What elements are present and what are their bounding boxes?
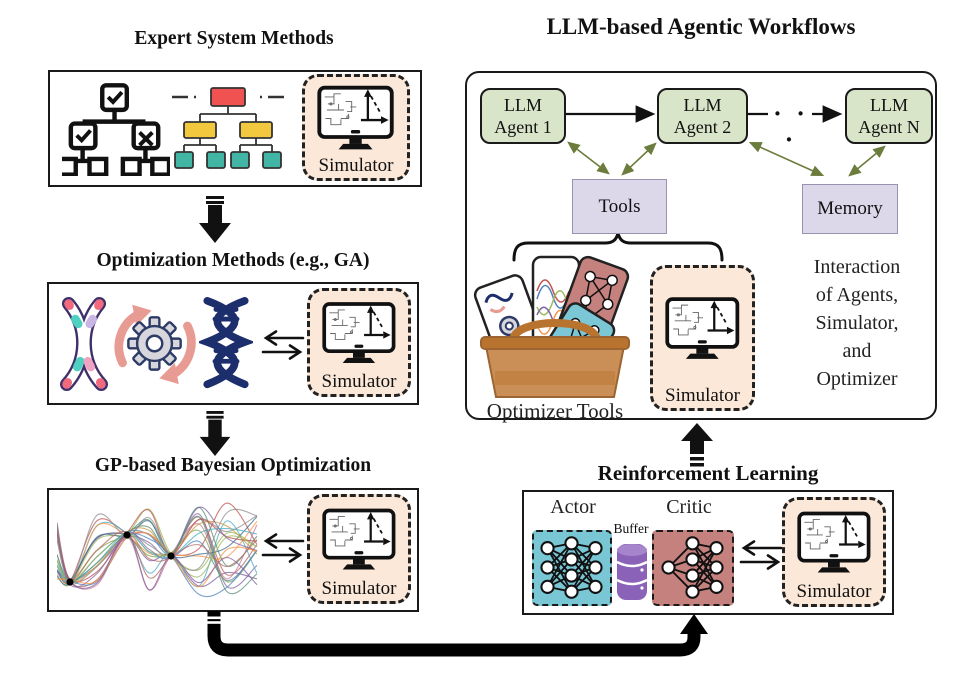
simulator-box-rl: Simulator — [782, 497, 886, 607]
llm-agent-n-box: LLM Agent N — [845, 88, 933, 144]
optimizer-toolbox-icon — [473, 255, 630, 398]
memory-box: Memory — [802, 184, 898, 234]
simulator-box-agentic: Simulator — [650, 265, 755, 411]
memory-label: Memory — [817, 198, 883, 219]
simulator-label: Simulator — [321, 578, 397, 599]
critic-network-icon — [661, 536, 724, 599]
simulator-label: Simulator — [796, 581, 872, 602]
agentic-workflow-box: LLM Agent 1 LLM Agent 2 LLM Agent N · · … — [465, 71, 937, 423]
agent-line: LLM — [504, 95, 542, 115]
agentic-title: LLM-based Agentic Workflows — [546, 14, 856, 39]
tools-box: Tools — [572, 179, 667, 234]
llm-agent-2-box: LLM Agent 2 — [657, 88, 748, 144]
note-line: Optimizer — [816, 368, 898, 390]
evolution-cycle-icon — [114, 304, 196, 385]
agent-line: Agent 1 — [494, 117, 552, 137]
buffer-label: Buffer — [613, 521, 649, 536]
expert-system-title: Expert System Methods — [134, 28, 334, 49]
agent-line: LLM — [870, 95, 908, 115]
llm-agent-1-box: LLM Agent 1 — [480, 88, 566, 144]
exchange-arrows-icon — [261, 533, 305, 563]
simulator-label: Simulator — [318, 155, 394, 176]
interaction-note: Interaction of Agents, Simulator, and Op… — [789, 253, 925, 393]
bayesian-title: GP-based Bayesian Optimization — [94, 455, 372, 476]
simulator-box-optimization: Simulator — [307, 288, 411, 397]
note-line: Simulator, — [815, 312, 899, 334]
exchange-arrows-icon — [261, 330, 305, 360]
down-arrow-icon — [199, 196, 231, 243]
note-line: of Agents, — [815, 284, 899, 306]
agent-line: LLM — [683, 95, 722, 115]
simulator-monitor-icon — [797, 511, 871, 573]
note-line: Interaction — [813, 256, 901, 278]
up-arrow-icon — [681, 423, 713, 467]
hierarchy-tree-icon — [172, 87, 284, 169]
ellipsis-dots: · · · — [773, 99, 809, 154]
critic-network-box — [652, 530, 734, 606]
simulator-box-expert: Simulator — [302, 74, 410, 181]
simulator-monitor-icon — [665, 297, 740, 359]
critic-label: Critic — [666, 496, 712, 518]
expert-system-box: Simulator — [48, 70, 422, 187]
reinforcement-box: Actor Buffer Critic — [522, 490, 894, 615]
gp-samples-plot — [57, 502, 258, 598]
buffer-database-icon — [616, 544, 648, 600]
actor-network-icon — [540, 536, 603, 599]
optimization-box: Simulator — [47, 282, 419, 405]
simulator-monitor-icon — [317, 85, 395, 150]
agent-line: Agent N — [858, 117, 920, 137]
simulator-monitor-icon — [322, 302, 396, 364]
down-arrow-icon — [199, 411, 231, 456]
actor-label: Actor — [550, 496, 596, 518]
simulator-box-bayesian: Simulator — [307, 494, 411, 604]
actor-network-box — [532, 530, 612, 606]
exchange-arrows-icon — [739, 540, 783, 570]
bayesian-box: Simulator — [47, 488, 419, 612]
optimizer-tools-label: Optimizer Tools — [486, 399, 624, 423]
tools-label: Tools — [598, 195, 641, 217]
optimization-title: Optimization Methods (e.g., GA) — [96, 250, 370, 271]
decision-tree-icon — [62, 83, 170, 176]
simulator-label: Simulator — [665, 385, 740, 406]
simulator-monitor-icon — [322, 508, 396, 570]
reinforcement-title: Reinforcement Learning — [597, 461, 819, 485]
note-line: and — [842, 340, 872, 362]
chromosome-icon — [60, 296, 108, 392]
dna-icon — [199, 296, 253, 389]
simulator-label: Simulator — [321, 371, 397, 392]
agent-line: Agent 2 — [673, 117, 732, 137]
